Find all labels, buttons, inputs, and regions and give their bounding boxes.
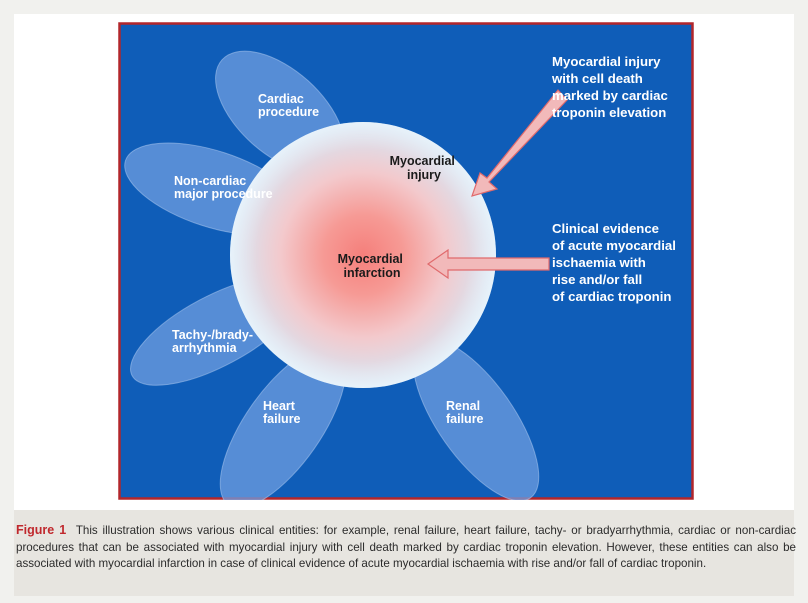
caption-area (14, 510, 794, 596)
sphere-glow (230, 122, 496, 388)
callout-infarction: Clinical evidence of acute myocardial is… (552, 221, 680, 304)
figure-label: Figure 1 (16, 523, 67, 537)
diagram: Cardiac procedure Non-cardiac major proc… (118, 22, 694, 500)
label-cardiac-procedure: Cardiac procedure (258, 92, 319, 119)
label-tachy-brady-arrhythmia: Tachy-/brady- arrhythmia (172, 328, 257, 355)
figure-caption: Figure 1 This illustration shows various… (16, 522, 796, 573)
callout-injury: Myocardial injury with cell death marked… (551, 54, 672, 120)
arrow-infarction (426, 248, 550, 280)
label-renal-failure: Renal failure (446, 399, 484, 426)
label-myocardial-infarction: Myocardial infarction (338, 252, 407, 280)
label-myocardial-injury: Myocardial injury (390, 154, 459, 182)
label-non-cardiac-major-procedure: Non-cardiac major procedure (174, 174, 273, 201)
arrow-injury (471, 89, 568, 197)
label-heart-failure: Heart failure (263, 399, 301, 426)
caption-text: This illustration shows various clinical… (16, 524, 796, 571)
